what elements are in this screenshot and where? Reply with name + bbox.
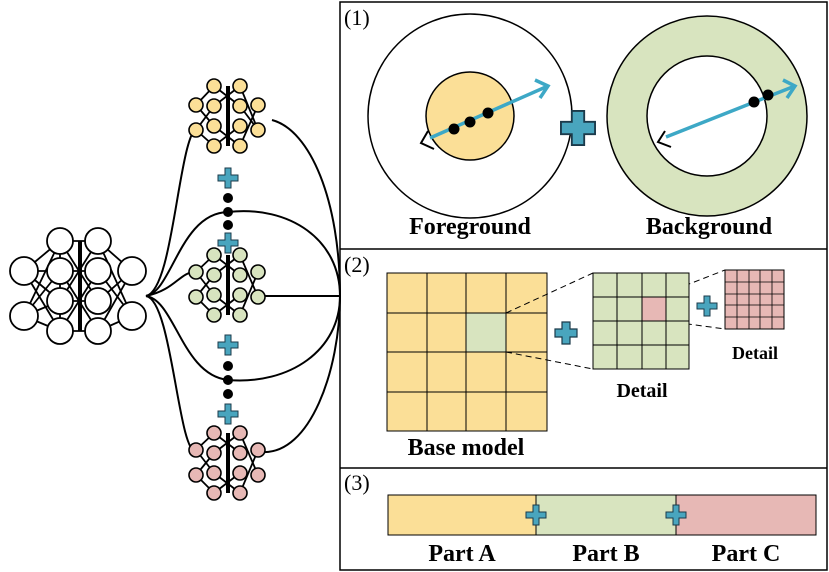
- base-node: [46, 257, 74, 285]
- background-label: Background: [646, 214, 773, 240]
- detail-grid-1: [592, 272, 690, 370]
- base-node: [9, 301, 39, 331]
- neural-network-icon-yellow: [188, 78, 266, 154]
- base-node: [9, 256, 39, 286]
- base-node: [84, 227, 112, 255]
- base-node: [46, 227, 74, 255]
- part-c-label: Part C: [712, 541, 781, 567]
- panel-1: (1) Foreground Background: [344, 5, 808, 240]
- base-node: [46, 317, 74, 345]
- neural-network-icon-green: [188, 247, 266, 323]
- part-b-label: Part B: [572, 541, 639, 567]
- base-network-edges: [23, 240, 133, 332]
- ray-arrow-icon: [665, 84, 796, 139]
- panel-3-tag: (3): [344, 470, 370, 495]
- foreground-label: Foreground: [409, 214, 531, 240]
- ellipsis-dots-icon: [223, 193, 233, 230]
- plus-icon: [217, 334, 239, 356]
- eye-icon: [656, 130, 672, 148]
- part-a-bar: [387, 494, 537, 536]
- neural-network-icon-pink: [188, 425, 266, 501]
- part-c-bar: [675, 494, 817, 536]
- detail-label-1: Detail: [616, 380, 668, 402]
- base-node: [117, 256, 147, 286]
- base-node: [46, 287, 74, 315]
- base-node: [84, 317, 112, 345]
- plus-icon: [217, 403, 239, 425]
- base-model-grid: [386, 272, 548, 432]
- panel-2: (2) Base model Detail: [344, 252, 785, 461]
- panel-frames: [339, 1, 828, 571]
- detail-label-2: Detail: [732, 343, 778, 363]
- plus-icon: [217, 167, 239, 189]
- detail-grid-2: [724, 269, 785, 330]
- part-b-bar: [535, 494, 677, 536]
- panel-3: (3) Part A Part B Part C: [344, 470, 817, 567]
- panel-2-tag: (2): [344, 252, 370, 277]
- base-node: [117, 301, 147, 331]
- base-model-label: Base model: [408, 435, 525, 461]
- base-neural-network: [9, 227, 147, 345]
- eye-icon: [419, 130, 435, 150]
- part-a-label: Part A: [428, 541, 496, 567]
- base-node: [84, 257, 112, 285]
- base-node: [84, 287, 112, 315]
- connection-curves: [145, 119, 341, 454]
- panel-1-tag: (1): [344, 5, 370, 30]
- plus-icon: [696, 295, 718, 317]
- plus-icon: [554, 321, 578, 345]
- ellipsis-dots-icon: [223, 361, 233, 399]
